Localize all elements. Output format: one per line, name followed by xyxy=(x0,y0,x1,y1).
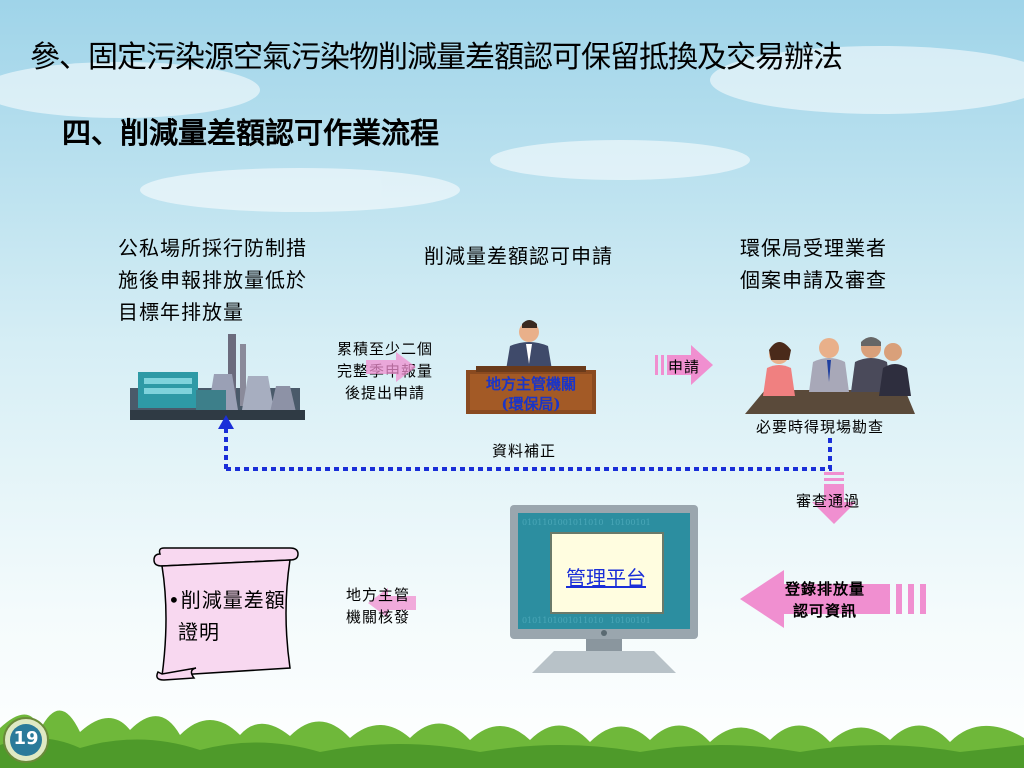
correction-connector xyxy=(218,415,832,471)
platform-label: 管理平台 xyxy=(566,566,646,590)
svg-text:0101101001011010: 0101101001011010 xyxy=(522,518,603,527)
register-arrow-icon xyxy=(740,570,926,628)
register-line-1: 登錄排放量 xyxy=(784,580,865,598)
desk-label-line-2: (環保局) xyxy=(501,395,561,413)
apply-arrow-label: 申請 xyxy=(668,358,701,376)
svg-text:10100101: 10100101 xyxy=(610,518,651,527)
section-subtitle: 四、削減量差額認可作業流程 xyxy=(62,116,440,150)
source-line-1: 公私場所採行防制措 xyxy=(118,236,307,260)
certificate-line-1: •削減量差額 xyxy=(168,588,286,612)
factory-icon xyxy=(130,334,305,420)
meeting-group-icon xyxy=(745,337,915,414)
apply-title: 削減量差額認可申請 xyxy=(424,244,613,268)
arrow-right-icon xyxy=(366,352,416,382)
data-correction-label: 資料補正 xyxy=(492,442,557,460)
accumulate-line-1: 累積至少二個 xyxy=(336,340,433,358)
review-line-2: 個案申請及審查 xyxy=(740,268,887,292)
register-line-2: 認可資訊 xyxy=(792,602,857,620)
slide-title: 參、固定污染源空氣污染物削減量差額認可保留抵換及交易辦法 xyxy=(30,40,843,75)
svg-text:0101101001011010: 0101101001011010 xyxy=(522,616,603,625)
down-arrow-icon xyxy=(812,472,856,524)
desk-label: 地方主管機關 (環保局) xyxy=(466,374,596,414)
page-number-badge-icon xyxy=(3,717,49,763)
official-desk-icon xyxy=(466,320,596,414)
desk-label-line-1: 地方主管機關 xyxy=(485,375,576,393)
register-label: 登錄排放量 認可資訊 xyxy=(770,578,880,622)
source-description: 公私場所採行防制措 施後申報排放量低於 目標年排放量 xyxy=(118,232,307,328)
review-pass-label: 審查通過 xyxy=(796,492,861,510)
issue-note: 地方主管 機關核發 xyxy=(346,584,410,628)
page-number: 19 xyxy=(13,728,39,749)
apply-arrow-icon xyxy=(655,345,713,385)
certificate-label: •削減量差額 證明 xyxy=(168,584,286,648)
source-line-2: 施後申報排放量低於 xyxy=(118,268,307,292)
review-description: 環保局受理業者 個案申請及審查 xyxy=(740,232,887,296)
certificate-scroll-icon xyxy=(153,547,299,681)
site-check-note: 必要時得現場勘查 xyxy=(756,418,885,436)
review-line-1: 環保局受理業者 xyxy=(740,236,887,260)
svg-text:10100101: 10100101 xyxy=(610,616,651,625)
source-line-3: 目標年排放量 xyxy=(118,300,244,324)
platform-screen xyxy=(550,532,664,614)
issue-line-2: 機關核發 xyxy=(346,608,411,626)
issue-arrow-icon xyxy=(368,588,416,618)
issue-line-1: 地方主管 xyxy=(346,586,411,604)
accumulate-line-3: 後提出申請 xyxy=(344,384,425,402)
certificate-line-2: 證明 xyxy=(178,620,220,644)
